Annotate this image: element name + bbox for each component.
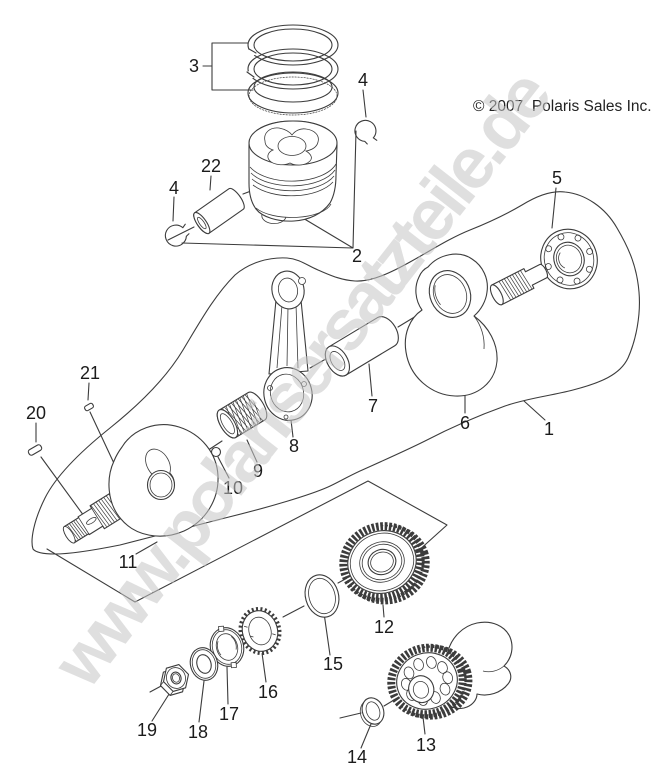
leader-22 [209,175,212,191]
crankpin-spacer [324,316,399,377]
circlip-left [164,223,190,247]
primary-gear [339,522,430,605]
callout-label-20: 20 [26,403,46,423]
callout-label-14: 14 [347,747,367,767]
leader-18 [198,680,205,723]
needle-bearing [216,391,268,439]
callout-label-9: 9 [253,461,263,481]
callout-label-10: 10 [223,478,243,498]
leader-19 [151,690,172,722]
spacer-ring [304,574,340,618]
leader-17 [226,666,229,705]
flat-washer [189,647,219,681]
rod-oil-hole [298,277,306,285]
callout-label-12: 12 [374,617,394,637]
rod-small-end [271,270,305,310]
leader-11 [135,541,158,555]
callout-label-6: 6 [460,413,470,433]
leader-16 [261,652,267,683]
leader-5 [551,187,557,229]
leader-9 [246,439,258,463]
callout-label-5: 5 [552,168,562,188]
callout-label-4-4: 4 [358,70,368,90]
crank-pin-hole [428,270,472,318]
callout-label-19: 19 [137,720,157,740]
leader-20 [35,422,85,517]
callout-label-16: 16 [258,682,278,702]
callout-label-2: 2 [352,246,362,266]
callout-label-22: 22 [201,156,221,176]
wrist-pin [193,187,245,235]
balance-gear [387,621,513,720]
callout-label-17: 17 [219,704,239,724]
woodruff-key-20 [27,444,43,456]
leader-1 [523,400,546,421]
rod-big-end [263,367,313,421]
key-21 [84,402,94,412]
leader-4-left [172,196,175,222]
leader-13 [422,716,426,735]
copyright-text: © 2007 Polaris Sales Inc. [473,98,652,115]
oil-ring [247,72,339,114]
crankshaft-half-right [404,253,549,397]
crankshaft-left [62,424,219,544]
ball-bearing [540,228,598,290]
shaft-keyway [86,517,97,525]
leader-3 [202,42,254,91]
compression-ring-top [247,24,339,66]
thrust-washer [359,697,385,727]
leader-10 [217,456,230,479]
leader-14 [360,723,372,749]
callout-label-4-3: 4 [169,178,179,198]
assembly-outline [31,191,640,555]
leader-8 [290,419,294,438]
crank-pin-face [146,469,176,501]
gear-hub [408,675,435,704]
callout-label-7: 7 [368,396,378,416]
callout-label-13: 13 [416,735,436,755]
piston [248,120,338,225]
callout-label-21: 21 [80,363,100,383]
callout-label-8: 8 [289,436,299,456]
leader-12 [382,604,385,618]
callout-label-11: 11 [119,552,138,572]
leader-4-right [362,89,367,118]
circlip-right [354,119,378,145]
callout-label-15: 15 [323,654,343,674]
leader-7 [368,363,373,397]
kit-outline [46,480,448,603]
compression-ring-second [247,48,339,90]
ring-grooves [249,163,337,197]
connecting-rod [263,270,313,421]
piston-ring-set [246,24,339,116]
callout-label-18: 18 [188,722,208,742]
lock-washer [238,606,282,656]
callout-label-3: 3 [189,56,199,76]
leader-lines [35,42,557,749]
hex-nut [159,664,190,696]
callout-label-1: 1 [544,419,554,439]
crank-stub-shaft [489,263,549,306]
